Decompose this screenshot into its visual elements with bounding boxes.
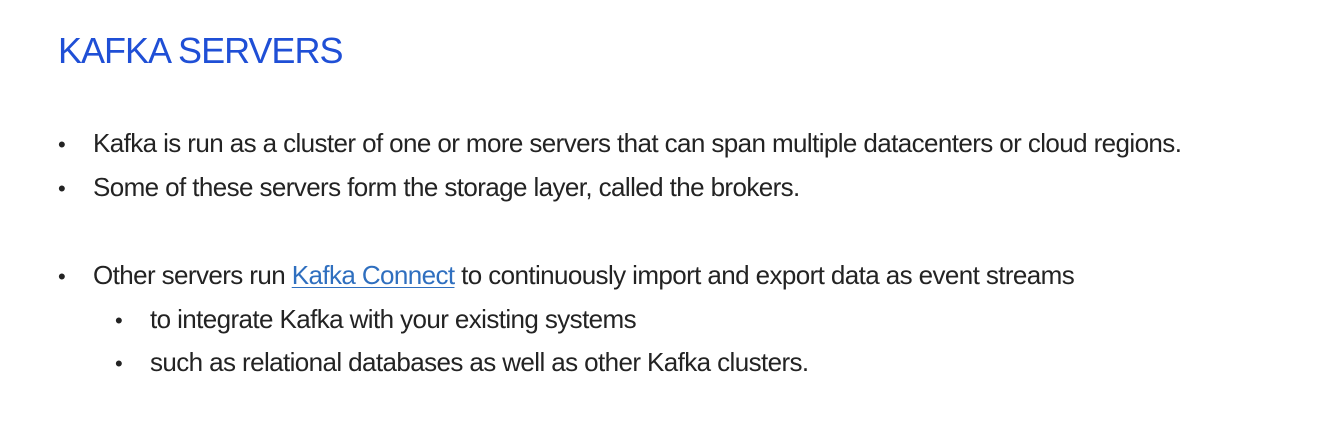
bullet-item: • Kafka is run as a cluster of one or mo… bbox=[58, 128, 1182, 159]
bullet-dot-icon: • bbox=[58, 176, 66, 201]
bullet-dot-icon: • bbox=[115, 351, 123, 376]
bullet-text-prefix: Other servers run bbox=[93, 260, 292, 290]
bullet-item: • Some of these servers form the storage… bbox=[58, 172, 800, 203]
bullet-text: Kafka is run as a cluster of one or more… bbox=[93, 128, 1182, 158]
sub-bullet-text: to integrate Kafka with your existing sy… bbox=[150, 304, 637, 334]
bullet-text: Some of these servers form the storage l… bbox=[93, 172, 800, 202]
bullet-text: Other servers run Kafka Connect to conti… bbox=[93, 260, 1075, 291]
sub-bullet-text: such as relational databases as well as … bbox=[150, 347, 809, 377]
sub-bullet-item: • such as relational databases as well a… bbox=[115, 347, 809, 378]
kafka-connect-link[interactable]: Kafka Connect bbox=[291, 260, 455, 290]
bullet-dot-icon: • bbox=[58, 132, 66, 157]
bullet-dot-icon: • bbox=[115, 308, 123, 333]
bullet-item: • Other servers run Kafka Connect to con… bbox=[58, 260, 1075, 291]
sub-bullet-item: • to integrate Kafka with your existing … bbox=[115, 304, 637, 335]
bullet-text-suffix: to continuously import and export data a… bbox=[454, 260, 1075, 290]
bullet-dot-icon: • bbox=[58, 264, 66, 289]
slide-title: KAFKA SERVERS bbox=[58, 30, 343, 71]
